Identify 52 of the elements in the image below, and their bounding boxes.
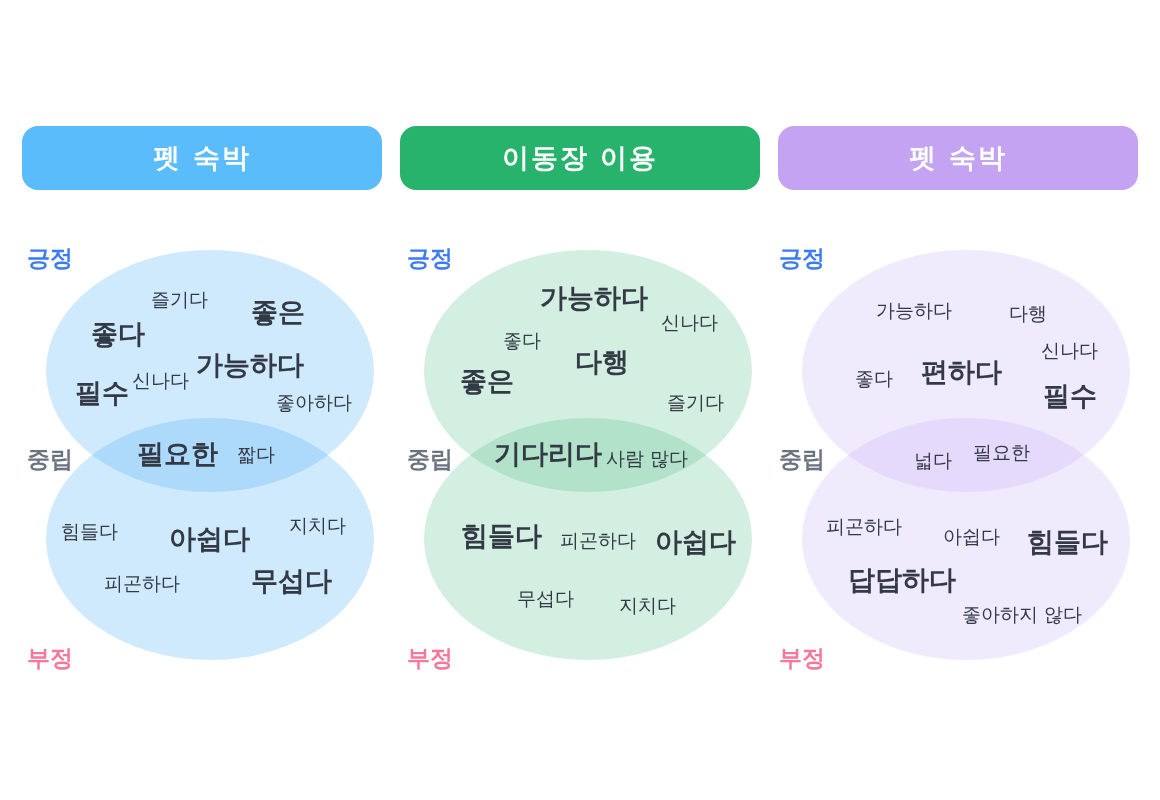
axis-label: 긍정 xyxy=(407,246,453,270)
word: 아쉽다 xyxy=(168,524,250,552)
word: 즐기다 xyxy=(150,289,208,309)
word: 필수 xyxy=(1043,381,1097,409)
word: 다행 xyxy=(1009,303,1047,323)
header-banner: 이동장 이용 xyxy=(400,126,760,190)
header-banner: 펫 숙박 xyxy=(778,126,1138,190)
word: 힘들다 xyxy=(460,521,542,549)
word: 좋아하다 xyxy=(276,392,352,412)
word: 신나다 xyxy=(131,370,189,390)
word: 신나다 xyxy=(660,312,718,332)
word: 힘들다 xyxy=(60,521,118,541)
word: 짧다 xyxy=(237,444,275,464)
header-banner: 펫 숙박 xyxy=(22,126,382,190)
word: 좋은 xyxy=(460,366,514,394)
word: 무섭다 xyxy=(516,588,574,608)
word: 힘들다 xyxy=(1026,527,1108,555)
word: 답답하다 xyxy=(848,565,956,593)
axis-label: 긍정 xyxy=(779,246,825,270)
word: 좋아하지 않다 xyxy=(962,604,1082,624)
word: 아쉽다 xyxy=(654,527,736,555)
word: 가능하다 xyxy=(540,283,648,311)
axis-label: 부정 xyxy=(27,646,73,670)
axis-label: 중립 xyxy=(779,447,825,471)
axis-label: 긍정 xyxy=(27,246,73,270)
word: 피곤하다 xyxy=(826,516,902,536)
axis-label: 중립 xyxy=(27,447,73,471)
word: 아쉽다 xyxy=(942,526,1000,546)
word: 가능하다 xyxy=(876,300,952,320)
word: 넓다 xyxy=(914,450,952,470)
axis-label: 중립 xyxy=(407,447,453,471)
word: 신나다 xyxy=(1040,340,1098,360)
word: 다행 xyxy=(575,347,629,375)
word: 좋다 xyxy=(91,319,145,347)
word: 피곤하다 xyxy=(560,530,636,550)
word: 지치다 xyxy=(288,515,346,535)
word: 필요한 xyxy=(972,442,1030,462)
word: 사람 많다 xyxy=(606,448,688,468)
axis-label: 부정 xyxy=(407,646,453,670)
word: 필수 xyxy=(75,378,129,406)
word: 좋다 xyxy=(503,330,541,350)
word: 무섭다 xyxy=(250,566,332,594)
word: 편하다 xyxy=(920,357,1002,385)
word: 가능하다 xyxy=(196,350,304,378)
word: 기다리다 xyxy=(494,439,602,467)
axis-label: 부정 xyxy=(779,646,825,670)
word: 좋은 xyxy=(251,297,305,325)
word: 좋다 xyxy=(855,368,893,388)
word: 피곤하다 xyxy=(104,573,180,593)
word: 지치다 xyxy=(618,595,676,615)
word: 즐기다 xyxy=(666,392,724,412)
word: 필요한 xyxy=(136,439,218,467)
